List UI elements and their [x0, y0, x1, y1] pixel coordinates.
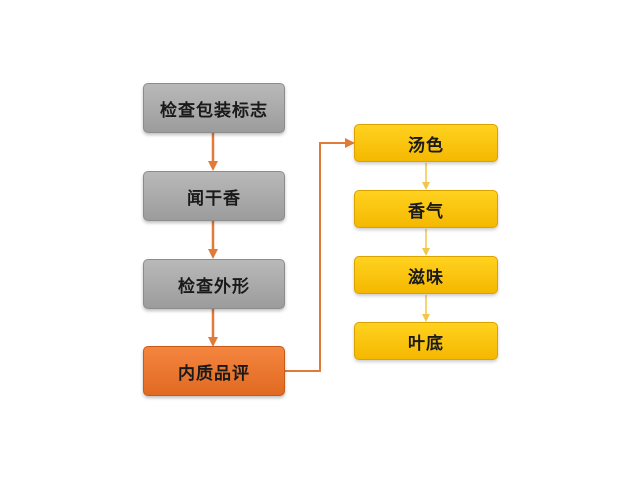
substep-infused-leaf: 叶底: [354, 322, 498, 360]
substep-liquor-color: 汤色: [354, 124, 498, 162]
step-internal-quality-evaluation: 内质品评: [143, 346, 285, 396]
step-check-packaging-label: 检查包装标志: [143, 83, 285, 133]
substep-taste: 滋味: [354, 256, 498, 294]
substep-aroma: 香气: [354, 190, 498, 228]
step-check-appearance: 检查外形: [143, 259, 285, 309]
arrow-step4-to-substeps: [285, 138, 355, 372]
step-smell-dry-aroma: 闻干香: [143, 171, 285, 221]
